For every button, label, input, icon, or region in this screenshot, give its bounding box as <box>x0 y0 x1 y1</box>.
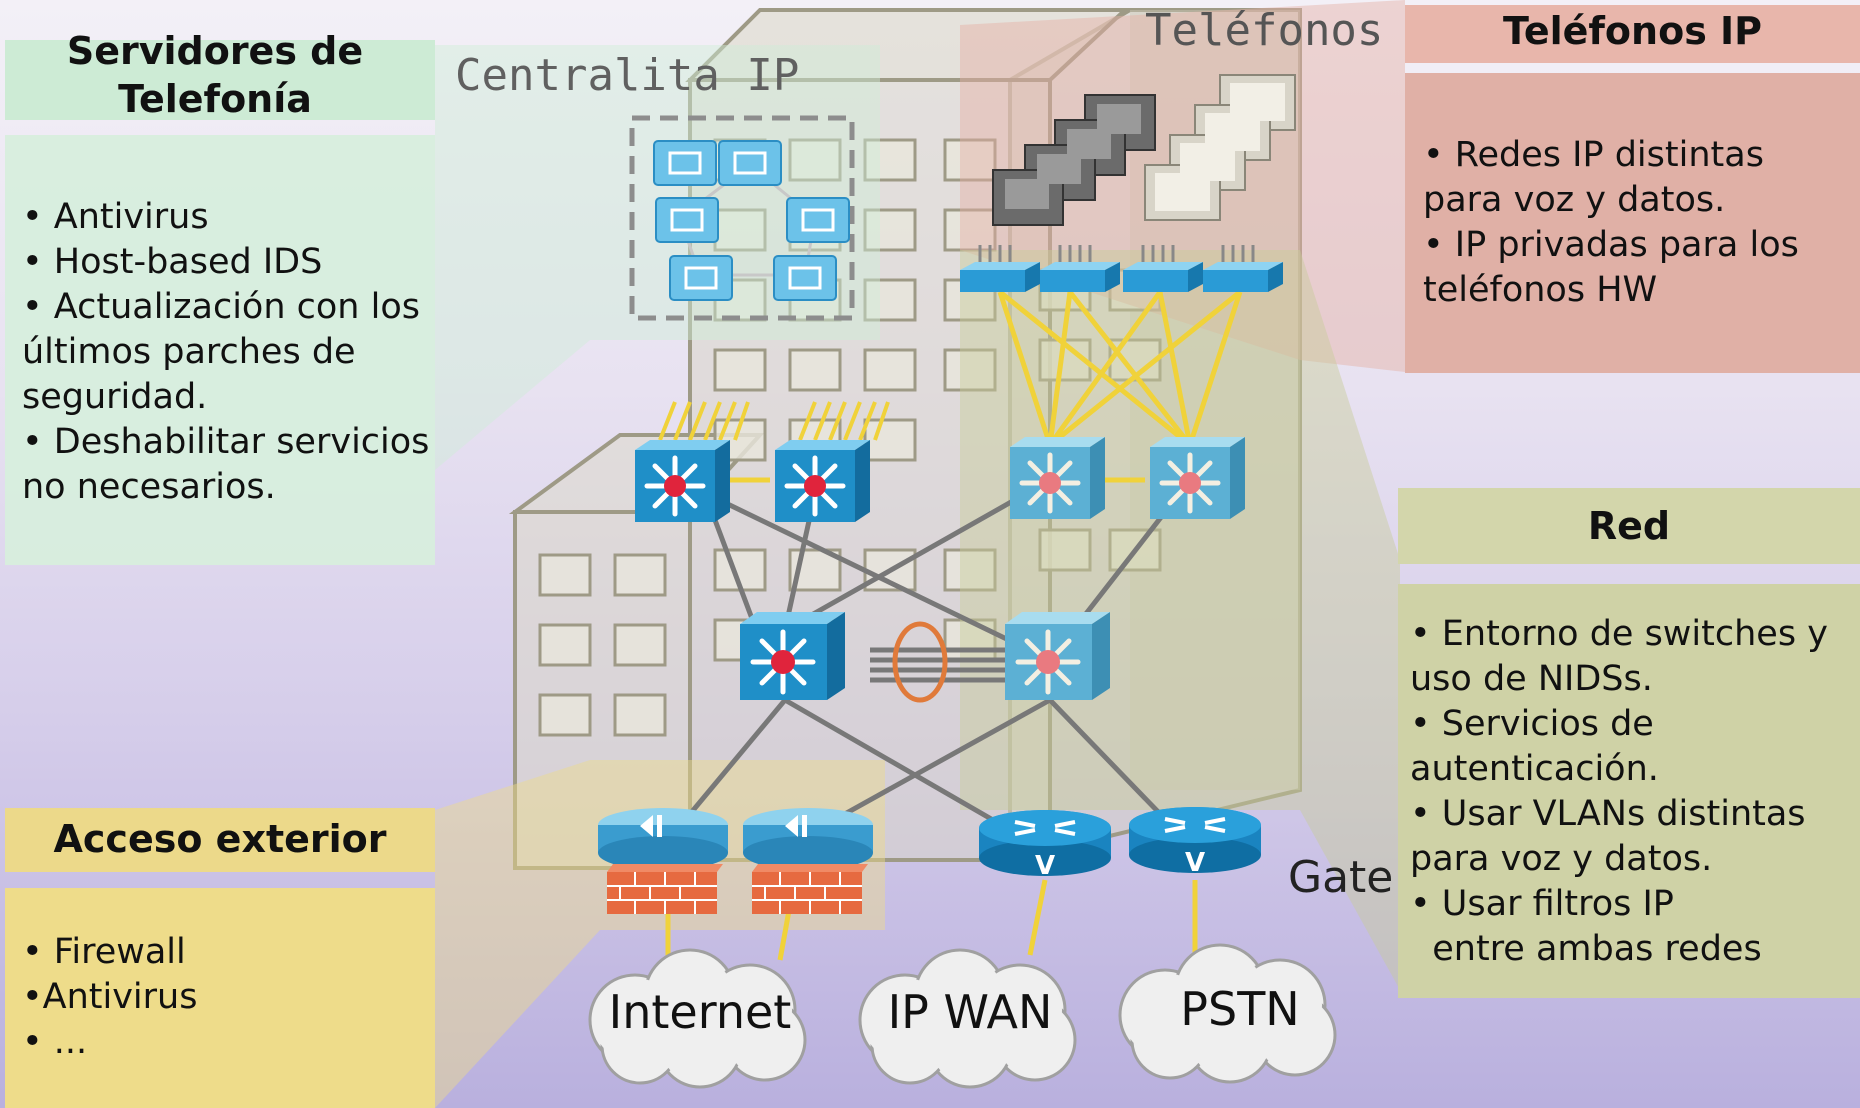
servidores-panel <box>5 135 435 565</box>
telefonos-title: Teléfonos IP <box>1502 9 1763 53</box>
router-icon <box>743 808 873 870</box>
bullet-item: • Firewall <box>22 932 186 972</box>
call-manager-server-icon <box>718 140 782 186</box>
access-switch-icon <box>1203 245 1283 292</box>
access-switch-icon <box>1123 245 1203 292</box>
call-manager-server-icon <box>655 197 719 243</box>
cloud-label-internet: Internet <box>608 985 792 1039</box>
call-manager-server-icon <box>669 255 733 301</box>
firewall-icon <box>752 864 868 914</box>
multilayer-switch-icon <box>1150 437 1245 519</box>
access-switch-icon <box>1040 245 1120 292</box>
telefonos-bullets: • Redes IP distintas para voz y datos. •… <box>1423 133 1860 313</box>
acceso-title-box <box>5 808 435 872</box>
call-manager-server-icon <box>653 140 717 186</box>
acceso-bullets: • Firewall •Antivirus • ... <box>22 930 432 1065</box>
firewall-icon <box>607 864 723 914</box>
servidores-title: Servidores de Telefonía <box>66 29 364 121</box>
etherchannel-ring <box>892 621 948 703</box>
red-panel <box>1398 584 1860 998</box>
voice-gateway-router-icon: V <box>979 810 1111 881</box>
pc-icon <box>1144 74 1296 221</box>
bullet-item: • ... <box>22 1022 88 1062</box>
red-bullets: • Entorno de switches y uso de NIDSs. • … <box>1410 612 1860 972</box>
svg-text:V: V <box>1185 848 1205 878</box>
cloud-icon <box>858 948 1077 1089</box>
bullet-item: • Host-based IDS <box>22 242 323 282</box>
multilayer-switch-icon <box>1010 437 1105 519</box>
multilayer-switch-icon <box>740 612 845 700</box>
voice-gateway-router-icon: V <box>1129 807 1261 878</box>
bullet-item: • Usar VLANs distintas <box>1410 794 1806 834</box>
servidores-title-box <box>5 40 435 120</box>
telefonos-overlay-label: Teléfonos I <box>1145 5 1403 56</box>
bullet-item: uso de NIDSs. <box>1410 659 1653 699</box>
network-projection <box>960 250 1400 990</box>
ip-phone-icon <box>992 94 1156 226</box>
bullet-item: para voz y datos. <box>1410 839 1713 879</box>
multilayer-switch-icon <box>635 440 730 522</box>
bullet-item: • Deshabilitar servicios <box>22 422 430 462</box>
router-icon <box>598 808 728 870</box>
bullet-item: • Actualización con los <box>22 287 420 327</box>
red-title-box <box>1398 488 1860 564</box>
call-manager-server-icon <box>786 197 850 243</box>
cloud-label-ipwan: IP WAN <box>887 985 1053 1039</box>
multilayer-switch-icon <box>775 440 870 522</box>
access-switch-icon <box>960 245 1040 292</box>
telefonos-panel <box>1405 73 1860 373</box>
acceso-panel <box>5 888 435 1108</box>
acceso-title: Acceso exterior <box>53 817 387 861</box>
bullet-item: • Antivirus <box>22 197 209 237</box>
bullet-item: • Usar filtros IP <box>1410 884 1674 924</box>
bullet-item: •Antivirus <box>22 977 198 1017</box>
gateway-label: Gate <box>1288 852 1394 903</box>
bullet-item: seguridad. <box>22 377 208 417</box>
bullet-item: • Entorno de switches y <box>1410 614 1828 654</box>
cloud-label-pstn: PSTN <box>1180 982 1300 1036</box>
bullet-item: no necesarios. <box>22 467 276 507</box>
telefonos-title-box <box>1405 5 1860 63</box>
access-cables <box>658 290 1243 961</box>
svg-text:V: V <box>1035 851 1055 881</box>
cloud-icon <box>1118 943 1337 1084</box>
bullet-item: • Redes IP distintas <box>1423 135 1764 175</box>
red-title: Red <box>1587 504 1671 548</box>
bullet-item: para voz y datos. <box>1423 180 1726 220</box>
bullet-item: últimos parches de <box>22 332 356 372</box>
bullet-item: autenticación. <box>1410 749 1659 789</box>
servidores-bullets: • Antivirus • Host-based IDS • Actualiza… <box>22 195 437 510</box>
bullet-item: teléfonos HW <box>1423 270 1658 310</box>
bullet-item: • IP privadas para los <box>1423 225 1799 265</box>
call-manager-server-icon <box>773 255 837 301</box>
bullet-item: entre ambas redes <box>1410 929 1762 969</box>
bullet-item: • Servicios de <box>1410 704 1654 744</box>
multilayer-switch-icon <box>1005 612 1110 700</box>
centralita-label: Centralita IP <box>455 50 800 101</box>
cloud-icon <box>588 948 807 1089</box>
